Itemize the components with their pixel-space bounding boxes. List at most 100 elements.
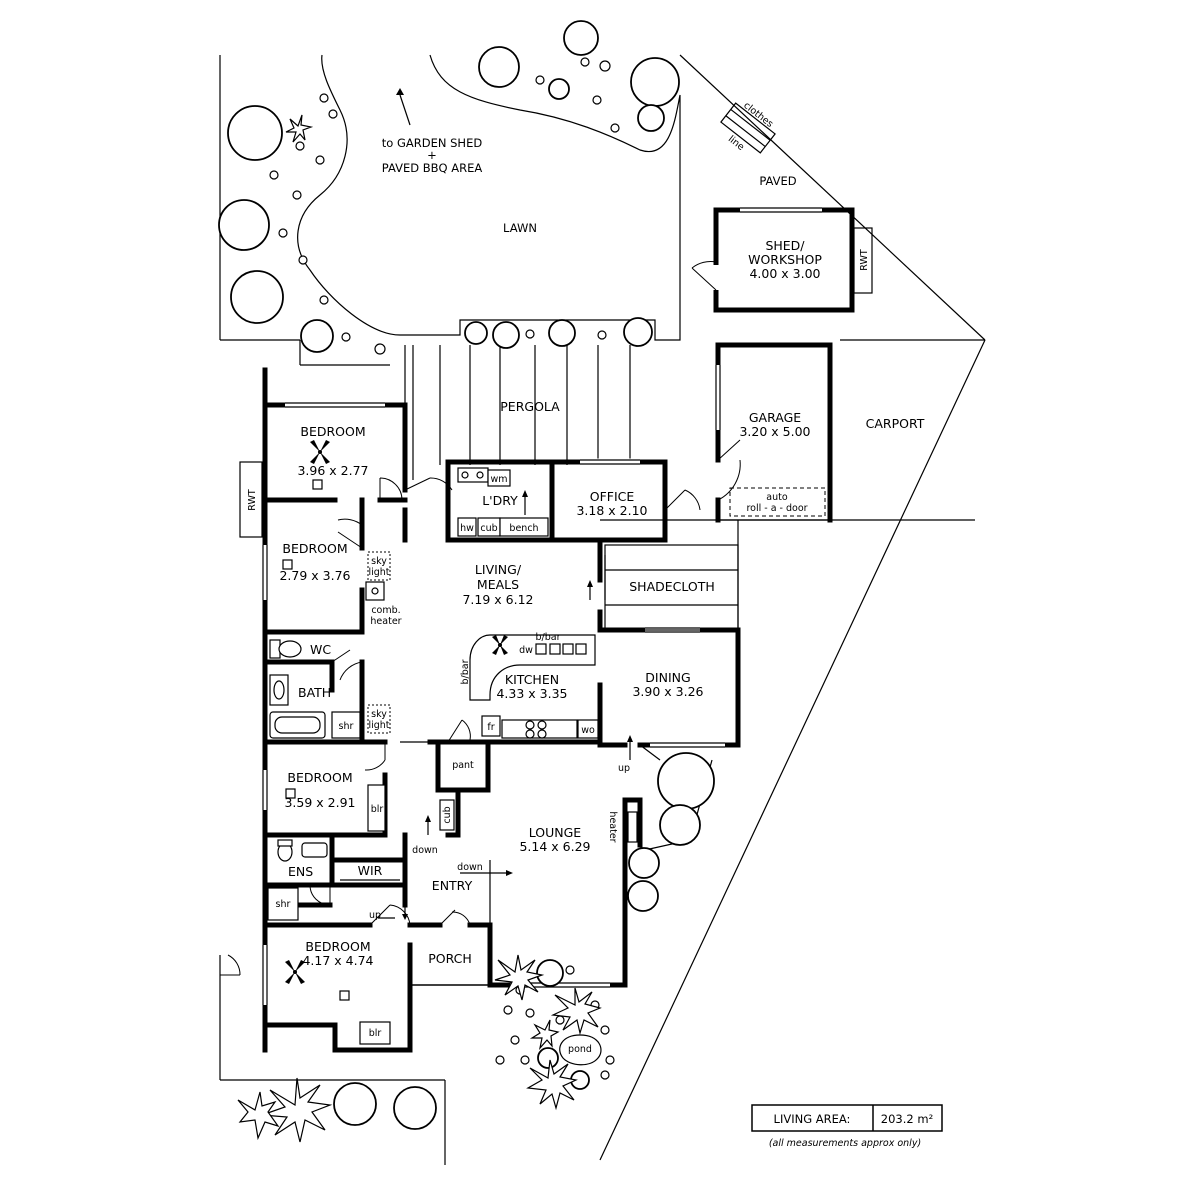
tree-icon	[659, 804, 701, 846]
garden-shed-plus: +	[427, 148, 437, 162]
skylights: sky light sky light comb. heater	[365, 551, 402, 734]
lawn-label: LAWN	[503, 221, 537, 235]
dining-size: 3.90 x 3.26	[632, 684, 703, 699]
tree-icon	[548, 78, 570, 100]
garden-shed-label: to GARDEN SHED	[382, 136, 483, 150]
comb-heater-label-1: comb.	[371, 605, 400, 616]
lounge-name: LOUNGE	[529, 825, 582, 840]
heater-label: heater	[607, 811, 618, 842]
skylight-1-label-a: sky	[371, 556, 387, 567]
bedroom1-name: BEDROOM	[300, 424, 365, 439]
kitchen-name: KITCHEN	[505, 672, 559, 687]
clothes-line: clothes line	[720, 100, 776, 154]
living-area-legend: LIVING AREA: 203.2 m² (all measurements …	[751, 1104, 943, 1149]
small-fixture-squares	[282, 479, 350, 1001]
bbar-top-label: b/bar	[536, 632, 561, 643]
skylight-2-label-b: light	[368, 720, 389, 731]
living-area-value: 203.2 m²	[881, 1112, 933, 1126]
tree-icon	[537, 1047, 559, 1069]
tree-icon	[630, 57, 680, 107]
up-ensuite-label: up	[369, 910, 381, 921]
shadecloth: SHADECLOTH	[604, 544, 739, 631]
tree-icon	[333, 1082, 377, 1126]
living-name-2: MEALS	[477, 577, 519, 592]
auto-door-label-2: roll - a - door	[746, 503, 807, 514]
rwt-shed-label: RWT	[859, 249, 870, 271]
living-name: LIVING/	[475, 562, 522, 577]
landscaping: pond	[218, 20, 715, 1143]
garage-name: GARAGE	[749, 410, 801, 425]
windows	[261, 401, 725, 1005]
hall-cub-label: cub	[442, 806, 453, 823]
wall-oven-label: wo	[581, 725, 595, 736]
dining-name: DINING	[645, 670, 690, 685]
tree-icon	[492, 321, 520, 349]
pergola-label: PERGOLA	[500, 399, 560, 414]
tree-icon	[627, 880, 659, 912]
garage: auto roll - a - door GARAGE 3.20 x 5.00 …	[714, 342, 925, 523]
ensuite-shower-label: shr	[276, 899, 291, 910]
pond-label: pond	[568, 1044, 592, 1055]
tree-icon	[536, 959, 564, 987]
shed-workshop: RWT SHED/ WORKSHOP 4.00 x 3.00	[691, 206, 873, 313]
bedroom4-size: 4.17 x 4.74	[302, 953, 373, 968]
comb-heater-label-2: heater	[370, 616, 401, 627]
pond: pond	[559, 1034, 602, 1066]
shadecloth-label: SHADECLOTH	[629, 579, 715, 594]
skylight-1-label-b: light	[368, 567, 389, 578]
tree-icon	[230, 270, 284, 324]
auto-door-label-1: auto	[766, 492, 788, 503]
bath-shower-label: shr	[339, 721, 354, 732]
bathroom-fixtures: WC BATH shr	[269, 639, 361, 739]
tree-icon	[623, 317, 653, 347]
bed3-blr-label: blr	[371, 804, 384, 815]
tree-icon	[478, 46, 520, 88]
palm-icon	[237, 114, 602, 1143]
clothes-line-label-2: line	[726, 134, 746, 153]
tree-icon	[393, 1086, 437, 1130]
bedroom2-name: BEDROOM	[282, 541, 347, 556]
tree-icon	[637, 104, 665, 132]
storage-fixtures: pant cub blr blr	[359, 760, 474, 1045]
bedroom4-fan-icon	[285, 960, 305, 984]
down-hall-label: down	[412, 845, 438, 856]
bedroom1-size: 3.96 x 2.77	[297, 463, 368, 478]
office-name: OFFICE	[590, 489, 635, 504]
kitchen-fixtures: b/bar b/bar dw fr wo KITCHEN 4.33 x 3.35	[460, 632, 599, 739]
laundry-name: L'DRY	[482, 493, 518, 508]
hw-label: hw	[460, 523, 474, 534]
entry-name: ENTRY	[432, 878, 473, 893]
rwt-left-label: RWT	[247, 489, 258, 511]
level-arrows	[378, 580, 633, 920]
shed-name: SHED/	[765, 238, 805, 253]
ensuite-name: ENS	[288, 864, 313, 879]
wir-name: WIR	[358, 863, 383, 878]
tree-icon	[563, 20, 599, 56]
bed4-blr-label: blr	[369, 1028, 382, 1039]
ensuite-fixtures: ENS shr WIR	[267, 839, 400, 921]
shed-size: 4.00 x 3.00	[749, 266, 820, 281]
office-size: 3.18 x 2.10	[576, 503, 647, 518]
skylight-2-label-a: sky	[371, 709, 387, 720]
tree-icon	[464, 321, 488, 345]
bedroom1-fan-icon	[310, 440, 330, 464]
tree-icon	[218, 199, 270, 251]
lounge-size: 5.14 x 6.29	[519, 839, 590, 854]
pantry-label: pant	[452, 760, 474, 771]
bedroom2-size: 2.79 x 3.76	[279, 568, 350, 583]
kitchen-fan-icon	[492, 635, 508, 655]
shed-name-2: WORKSHOP	[748, 252, 822, 267]
bbq-area-label: PAVED BBQ AREA	[382, 161, 483, 175]
living-size: 7.19 x 6.12	[462, 592, 533, 607]
bedroom3-name: BEDROOM	[287, 770, 352, 785]
garage-size: 3.20 x 5.00	[739, 424, 810, 439]
down-entry-label: down	[457, 862, 483, 873]
clothes-line-label-1: clothes	[741, 100, 775, 130]
rwt-left: RWT	[239, 461, 263, 538]
level-text: up up down down	[369, 763, 630, 921]
lounge-heater: heater	[607, 811, 638, 843]
dishwasher-label: dw	[519, 645, 533, 656]
paved-area: PAVED clothes line	[720, 100, 797, 188]
kitchen-size: 4.33 x 3.35	[496, 686, 567, 701]
